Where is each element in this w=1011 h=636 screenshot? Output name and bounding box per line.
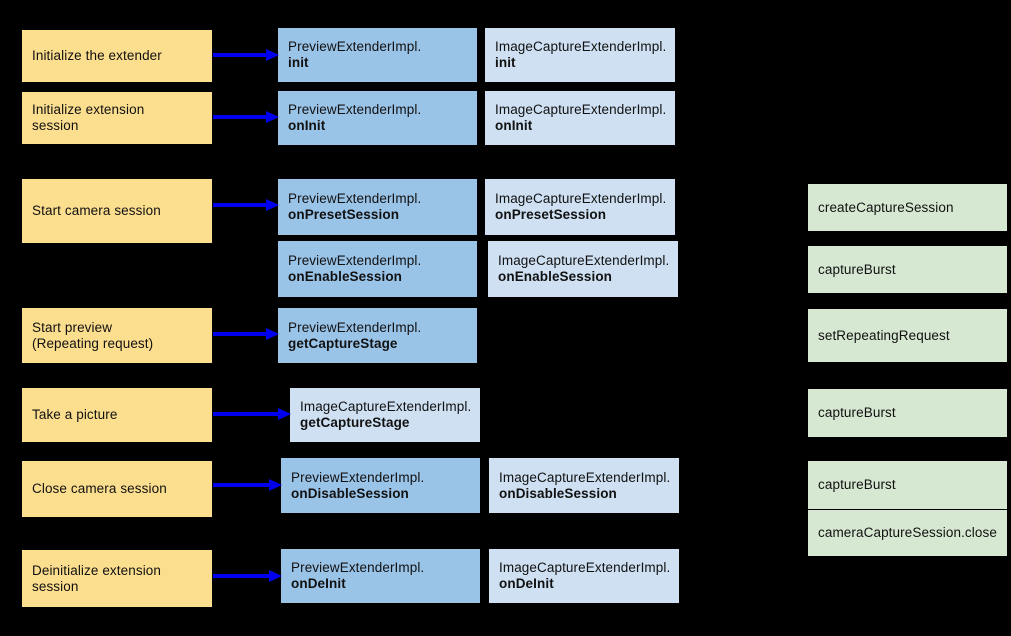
stage-box-deinitialize-extension-session: Deinitialize extension session	[22, 550, 212, 607]
call-method-name: init	[495, 55, 516, 70]
call-method-name: onDeInit	[499, 576, 554, 591]
image-capture-extender-call-ondeinit: ImageCaptureExtenderImpl.onDeInit	[489, 549, 679, 603]
call-class-name: PreviewExtenderImpl.	[288, 319, 422, 335]
call-class-name: PreviewExtenderImpl.	[288, 39, 422, 54]
camera2-call-label: captureBurst	[818, 477, 896, 492]
call-method-name: onDisableSession	[291, 485, 409, 501]
arrow-start-camera-session	[213, 199, 279, 213]
call-method-name: onEnableSession	[498, 269, 613, 284]
call-method-name: onPresetSession	[495, 207, 607, 222]
call-method-name: onEnableSession	[288, 269, 403, 284]
stage-label: Start camera session	[32, 203, 161, 218]
arrow-close-camera-session	[213, 479, 282, 493]
preview-extender-call-oninit: PreviewExtenderImpl.onInit	[278, 91, 477, 145]
call-class-name: ImageCaptureExtenderImpl.	[495, 191, 667, 206]
camera2-call-createcapturesession: createCaptureSession	[808, 184, 1007, 231]
preview-extender-call-ondeinit: PreviewExtenderImpl.onDeInit	[281, 549, 480, 603]
stage-label: Deinitialize extension session	[32, 562, 162, 594]
call-class-name: ImageCaptureExtenderImpl.	[499, 560, 671, 575]
stage-box-start-preview-repeating-request: Start preview (Repeating request)	[22, 308, 212, 363]
camera2-call-setrepeatingrequest: setRepeatingRequest	[808, 309, 1007, 362]
camera2-call-label: createCaptureSession	[818, 199, 954, 215]
stage-label: Take a picture	[32, 407, 118, 422]
call-class-name: PreviewExtenderImpl.	[291, 469, 425, 485]
image-capture-extender-call-init: ImageCaptureExtenderImpl.init	[485, 28, 675, 82]
camera2-call-captureburst: captureBurst	[808, 389, 1007, 437]
call-class-name: PreviewExtenderImpl.	[288, 253, 422, 268]
call-class-name: PreviewExtenderImpl.	[291, 560, 425, 575]
call-class-name: ImageCaptureExtenderImpl.	[300, 399, 472, 414]
call-method-name: init	[288, 55, 309, 70]
call-class-name: ImageCaptureExtenderImpl.	[498, 253, 670, 268]
call-method-name: onInit	[288, 118, 326, 133]
preview-extender-call-onpresetsession: PreviewExtenderImpl.onPresetSession	[278, 179, 477, 235]
arrow-take-picture	[213, 408, 291, 422]
stage-label: Start preview (Repeating request)	[32, 319, 154, 351]
stage-box-start-camera-session: Start camera session	[22, 179, 212, 243]
stage-label: Close camera session	[32, 481, 167, 496]
image-capture-extender-call-oninit: ImageCaptureExtenderImpl.onInit	[485, 91, 675, 145]
call-method-name: onInit	[495, 118, 533, 133]
image-capture-extender-call-onpresetsession: ImageCaptureExtenderImpl.onPresetSession	[485, 179, 675, 235]
call-method-name: onDisableSession	[499, 485, 617, 501]
stage-label: Initialize the extender	[32, 48, 162, 63]
call-class-name: PreviewExtenderImpl.	[288, 191, 422, 206]
call-method-name: getCaptureStage	[300, 415, 410, 430]
stage-box-initialize-the-extender: Initialize the extender	[22, 30, 212, 82]
arrow-start-preview	[213, 328, 279, 342]
call-class-name: ImageCaptureExtenderImpl.	[495, 102, 667, 117]
stage-box-close-camera-session: Close camera session	[22, 461, 212, 517]
stage-label: Initialize extension session	[32, 102, 145, 133]
image-capture-extender-call-onenablesession: ImageCaptureExtenderImpl.onEnableSession	[488, 241, 678, 297]
arrow-deinitialize-session	[213, 570, 282, 584]
call-class-name: ImageCaptureExtenderImpl.	[495, 39, 667, 54]
call-method-name: getCaptureStage	[288, 335, 398, 351]
image-capture-extender-call-ondisablesession: ImageCaptureExtenderImpl.onDisableSessio…	[489, 458, 679, 513]
camera2-call-captureburst: captureBurst	[808, 246, 1007, 293]
camera2-call-captureburst: captureBurst	[808, 461, 1007, 509]
call-method-name: onPresetSession	[288, 207, 400, 222]
camera2-call-cameracapturesession-close: cameraCaptureSession.close	[808, 510, 1007, 556]
call-class-name: PreviewExtenderImpl.	[288, 102, 422, 117]
preview-extender-call-ondisablesession: PreviewExtenderImpl.onDisableSession	[281, 458, 480, 513]
camera2-call-label: setRepeatingRequest	[818, 327, 950, 343]
stage-box-initialize-extension-session: Initialize extension session	[22, 92, 212, 144]
arrow-initialize-session	[213, 111, 279, 125]
preview-extender-call-onenablesession: PreviewExtenderImpl.onEnableSession	[278, 241, 477, 297]
preview-extender-call-init: PreviewExtenderImpl.init	[278, 28, 477, 82]
call-method-name: onDeInit	[291, 576, 346, 591]
camera2-call-label: captureBurst	[818, 261, 896, 277]
camera2-call-label: captureBurst	[818, 405, 896, 420]
arrow-initialize-extender	[213, 49, 279, 63]
stage-box-take-a-picture: Take a picture	[22, 388, 212, 442]
call-class-name: ImageCaptureExtenderImpl.	[499, 469, 671, 485]
image-capture-extender-call-getcapturestage: ImageCaptureExtenderImpl.getCaptureStage	[290, 388, 480, 442]
camera2-call-label: cameraCaptureSession.close	[818, 525, 997, 540]
preview-extender-call-getcapturestage: PreviewExtenderImpl.getCaptureStage	[278, 308, 477, 363]
